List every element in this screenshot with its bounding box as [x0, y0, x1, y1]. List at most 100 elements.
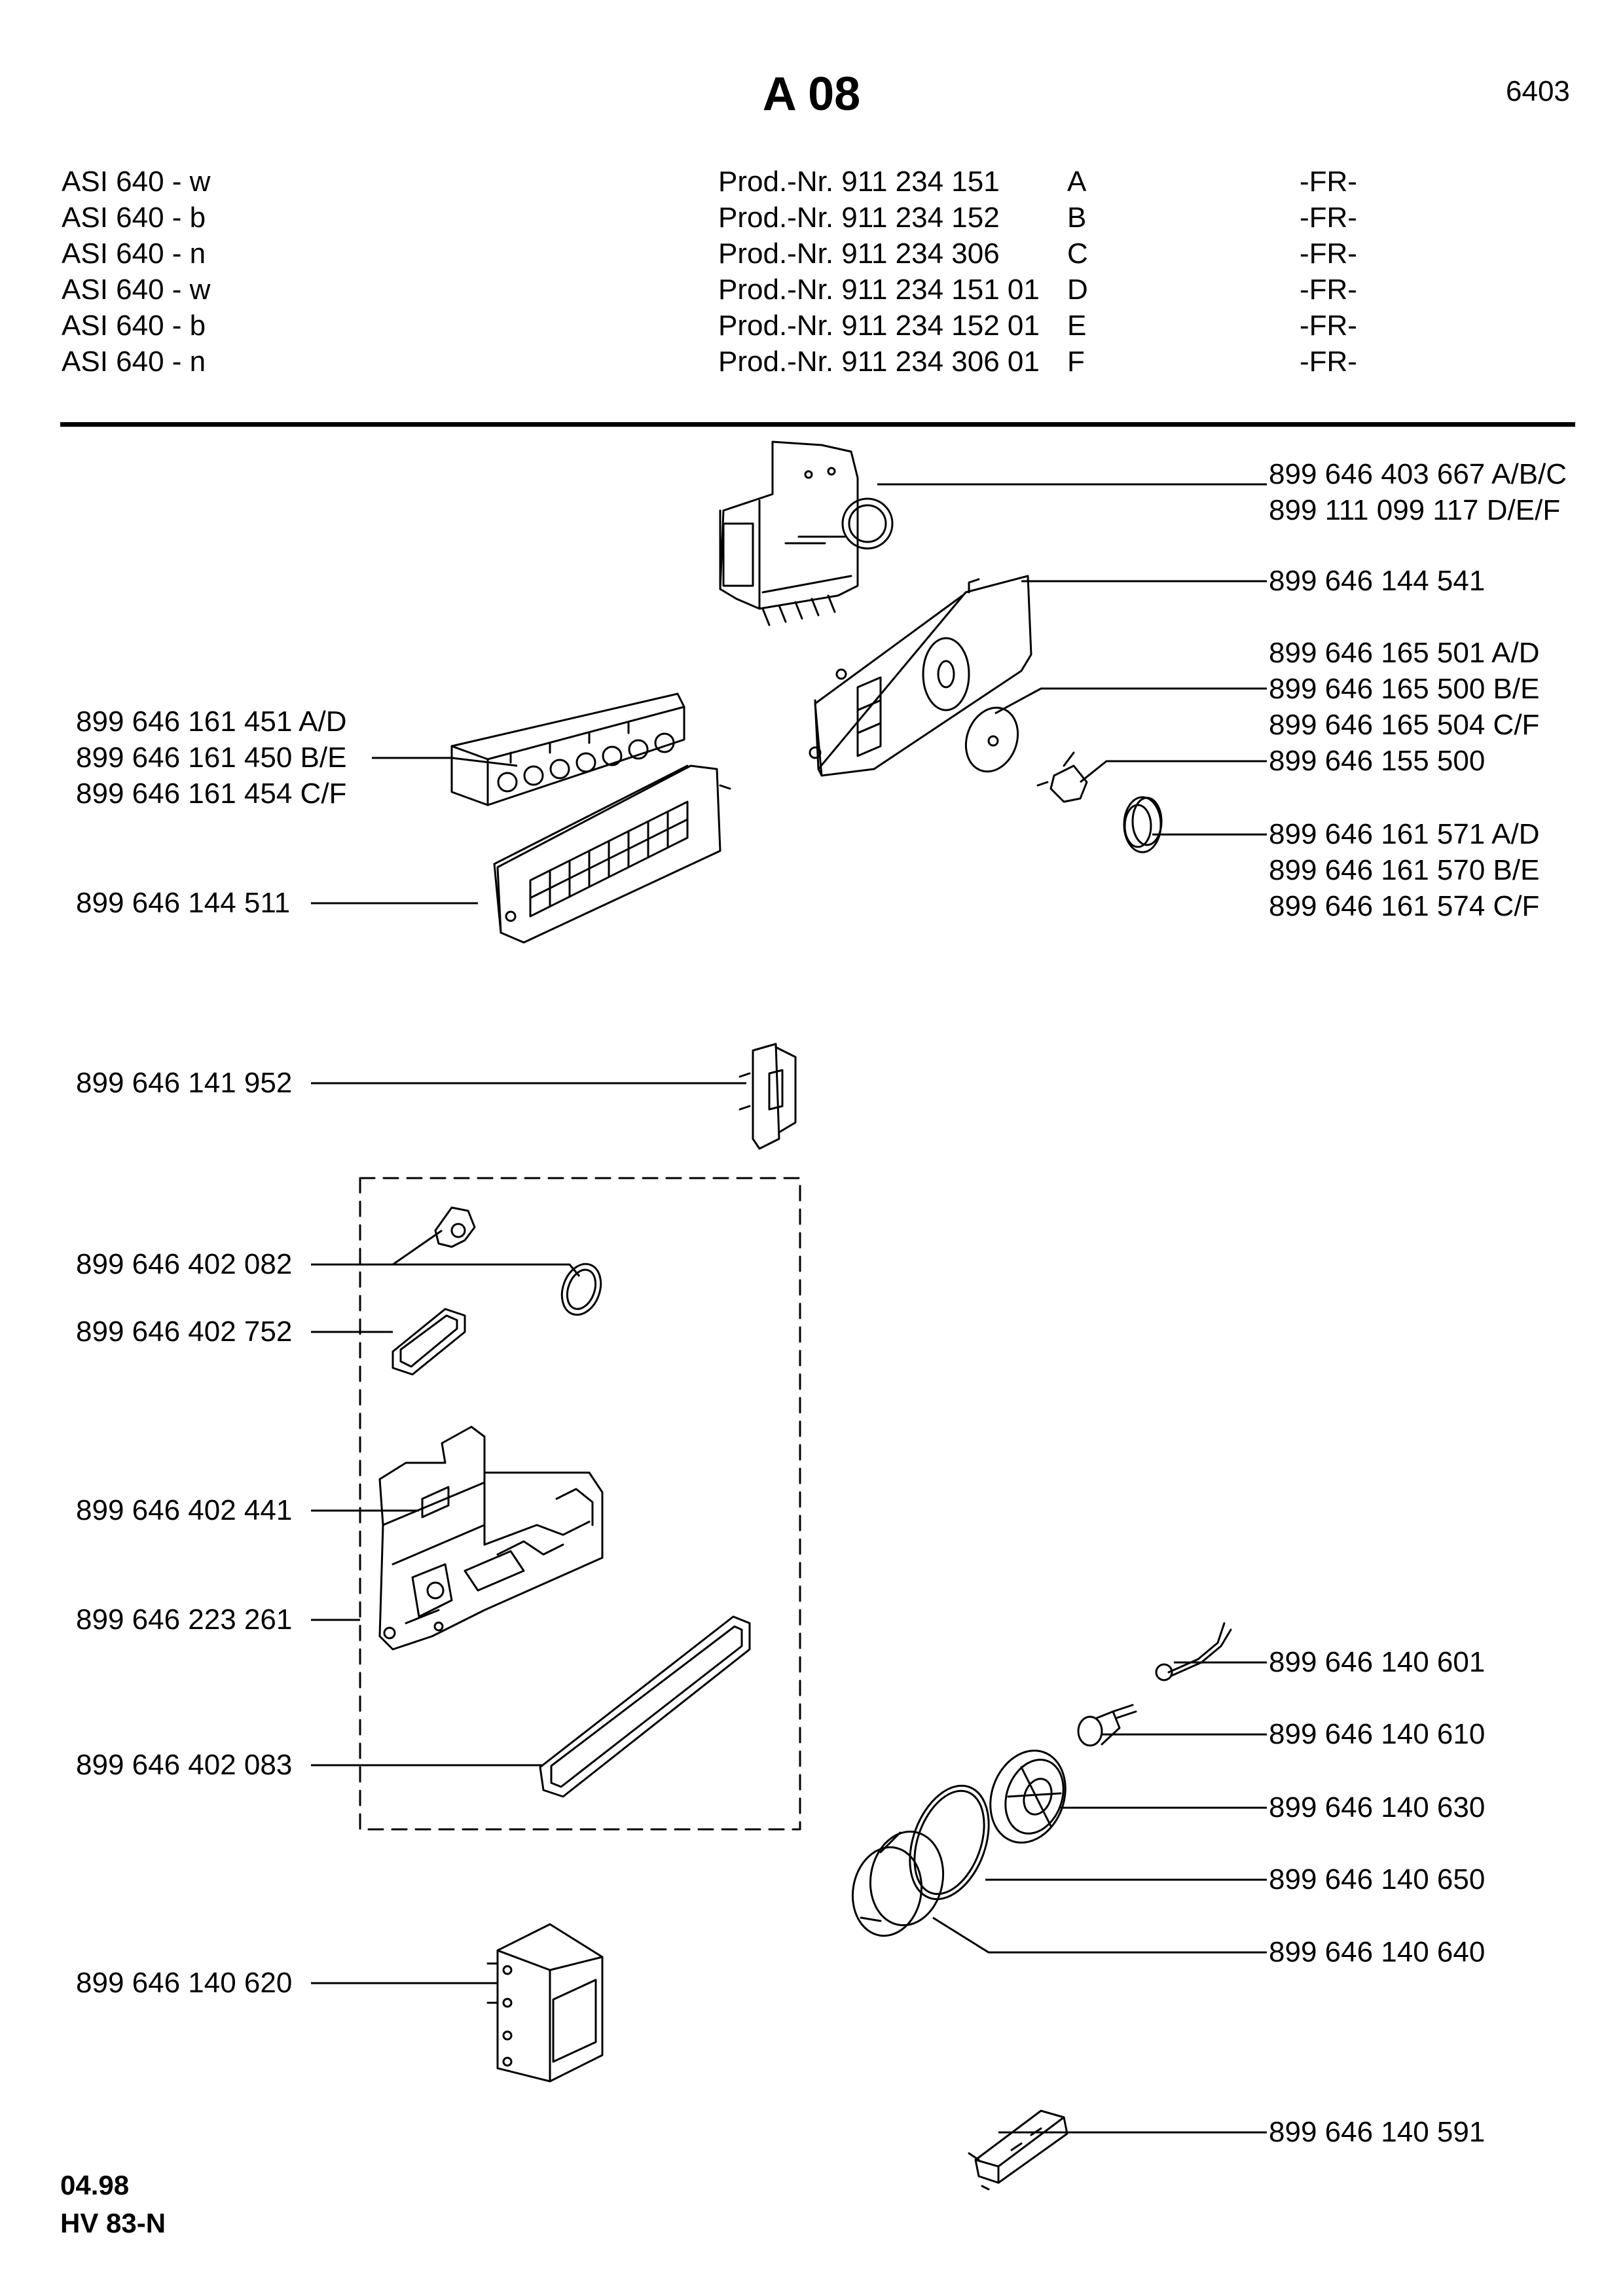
indicator-lamp-part: [1077, 1704, 1137, 1747]
model-name: ASI 640 - n: [62, 346, 206, 378]
part-number: 899 646 140 610: [1269, 1718, 1486, 1750]
part-number: 899 646 161 450 B/E: [76, 742, 347, 774]
model-country: -FR-: [1300, 310, 1357, 342]
part-number: 899 111 099 117 D/E/F: [1269, 494, 1561, 526]
part-number: 899 646 140 630: [1269, 1791, 1486, 1823]
model-country-column: -FR- -FR- -FR- -FR- -FR- -FR-: [1300, 164, 1357, 380]
part-label-group: 899 646 402 752: [76, 1314, 292, 1350]
model-country: -FR-: [1300, 238, 1357, 270]
part-label-group: 899 646 140 650: [1269, 1861, 1485, 1897]
push-button-block-part: [450, 692, 685, 806]
page-title: A 08: [762, 68, 861, 120]
part-number: 899 646 161 570 B/E: [1269, 854, 1540, 886]
button-panel-cover-part: [493, 764, 731, 944]
part-label-group: 899 646 140 640: [1269, 1934, 1485, 1970]
header-divider: [60, 422, 1575, 427]
model-name: ASI 640 - n: [62, 238, 206, 270]
part-label-group: 899 646 140 620: [76, 1965, 292, 2001]
model-name: ASI 640 - b: [62, 202, 206, 234]
part-label-group: 899 646 165 501 A/D 899 646 165 500 B/E …: [1269, 635, 1539, 743]
part-number: 899 646 402 441: [76, 1494, 293, 1526]
model-country: -FR-: [1300, 166, 1357, 198]
leader-line: [1080, 760, 1267, 783]
part-number: 899 646 141 952: [76, 1067, 293, 1099]
part-number: 899 646 140 640: [1269, 1936, 1486, 1968]
footer-ref: HV 83-N: [60, 2208, 166, 2238]
part-number: 899 646 165 501 A/D: [1269, 637, 1540, 669]
part-label-group: 899 646 140 591: [1269, 2114, 1485, 2150]
leader-line: [994, 687, 1267, 715]
part-number: 899 646 402 752: [76, 1316, 293, 1348]
page-code: 6403: [1506, 75, 1570, 107]
knob-part: [851, 1830, 945, 1937]
model-prod-number: Prod.-Nr. 911 234 306 01: [718, 346, 1040, 378]
o-ring-part: [560, 1263, 602, 1316]
part-label-group: 899 646 140 630: [1269, 1789, 1485, 1825]
model-variant: A: [1067, 166, 1087, 198]
connector-block-part: [739, 1043, 797, 1150]
part-number: 899 646 140 650: [1269, 1863, 1486, 1895]
part-label-group: 899 646 161 451 A/D 899 646 161 450 B/E …: [76, 704, 346, 812]
part-number: 899 646 161 571 A/D: [1269, 818, 1540, 850]
leader-line: [311, 1263, 581, 1277]
part-label-group: 899 646 402 083: [76, 1747, 292, 1783]
part-label-group: 899 646 140 601: [1269, 1644, 1485, 1680]
part-label-group: 899 646 140 610: [1269, 1716, 1485, 1752]
model-variant: B: [1067, 202, 1087, 234]
connector-plug-part: [968, 2109, 1068, 2191]
model-prod-number: Prod.-Nr. 911 234 152 01: [718, 310, 1040, 342]
model-country: -FR-: [1300, 346, 1357, 378]
model-name: ASI 640 - b: [62, 310, 206, 342]
dial-disc-part: [964, 706, 1019, 773]
part-label-group: 899 646 402 082: [76, 1246, 292, 1282]
part-number: 899 646 161 454 C/F: [76, 778, 347, 810]
part-number: 899 646 403 667 A/B/C: [1269, 458, 1567, 490]
model-variant: C: [1067, 238, 1088, 270]
small-switch-part: [1036, 751, 1088, 803]
part-number: 899 646 140 601: [1269, 1646, 1486, 1678]
part-number: 899 646 161 451 A/D: [76, 706, 347, 738]
part-number: 899 646 223 261: [76, 1604, 293, 1636]
part-label-group: 899 646 223 261: [76, 1602, 292, 1638]
part-number: 899 646 144 541: [1269, 565, 1486, 597]
leader-lines: [311, 483, 1267, 2134]
part-number: 899 646 165 504 C/F: [1269, 709, 1540, 741]
leader-line: [392, 1229, 443, 1266]
model-prod-number: Prod.-Nr. 911 234 152: [718, 202, 1000, 234]
model-prod-column: Prod.-Nr. 911 234 151 Prod.-Nr. 911 234 …: [718, 164, 1040, 380]
coil-ring-part: [1123, 796, 1163, 853]
model-country: -FR-: [1300, 274, 1357, 306]
model-name: ASI 640 - w: [62, 274, 211, 306]
large-gasket-part: [539, 1615, 751, 1798]
part-number: 899 646 402 083: [76, 1749, 293, 1781]
part-label-group: 899 646 402 441: [76, 1492, 292, 1528]
part-label-group: 899 646 141 952: [76, 1065, 292, 1101]
part-number: 899 646 165 500 B/E: [1269, 673, 1540, 705]
part-number: 899 646 140 620: [76, 1967, 293, 1999]
part-label-group: 899 646 155 500: [1269, 743, 1485, 779]
leader-line: [932, 1916, 1267, 1954]
model-prod-number: Prod.-Nr. 911 234 306: [718, 238, 1000, 270]
part-number: 899 646 402 082: [76, 1248, 293, 1280]
timer-module-part: [719, 440, 894, 626]
hook-clip-part: [434, 1206, 476, 1248]
model-variant: F: [1067, 346, 1085, 378]
footer-date: 04.98: [60, 2170, 130, 2200]
door-lock-housing-part: [378, 1426, 604, 1651]
part-label-group: 899 646 403 667 A/B/C 899 111 099 117 D/…: [1269, 456, 1567, 528]
knob-base-part: [989, 1749, 1067, 1844]
control-panel-cover-part: [809, 575, 1032, 777]
part-label-group: 899 646 144 511: [76, 885, 290, 921]
model-names-column: ASI 640 - w ASI 640 - b ASI 640 - n ASI …: [62, 164, 210, 380]
leader-line: [372, 757, 518, 767]
part-number: 899 646 140 591: [1269, 2116, 1486, 2148]
wire-sensor-part: [1155, 1622, 1232, 1681]
part-number: 899 646 161 574 C/F: [1269, 890, 1540, 922]
model-variant-column: A B C D E F: [1067, 164, 1088, 380]
model-name: ASI 640 - w: [62, 166, 211, 198]
model-prod-number: Prod.-Nr. 911 234 151: [718, 166, 1000, 198]
part-label-group: 899 646 161 571 A/D 899 646 161 570 B/E …: [1269, 816, 1539, 924]
model-variant: D: [1067, 274, 1088, 306]
small-gasket-part: [392, 1308, 466, 1376]
